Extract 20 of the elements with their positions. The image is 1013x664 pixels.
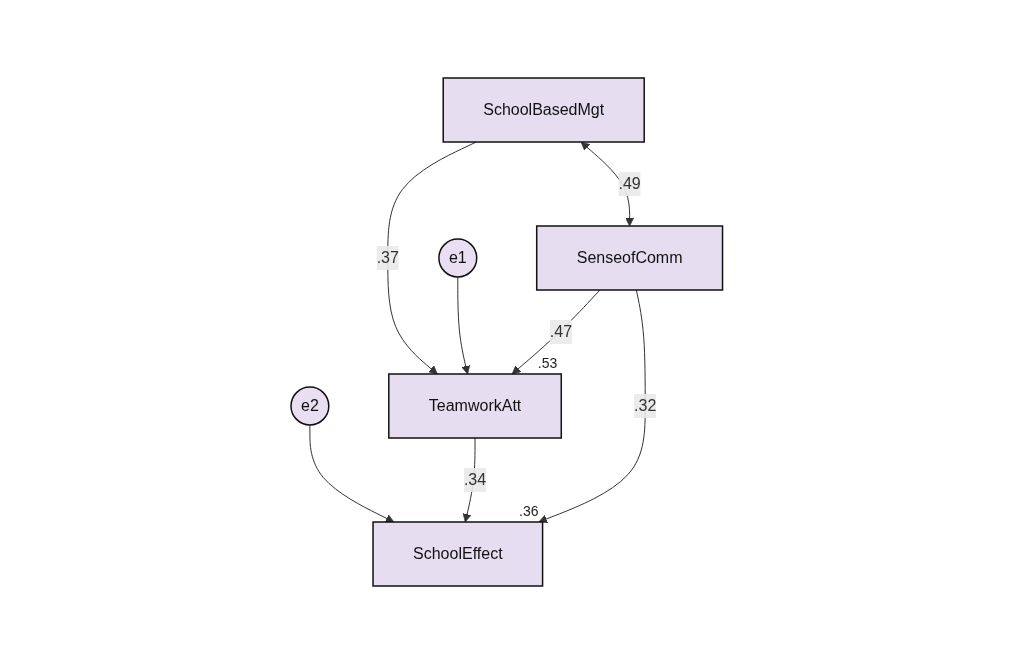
arrow <box>538 289 646 524</box>
arrow <box>309 424 394 523</box>
node-box: SchoolBasedMgt <box>442 77 645 143</box>
arrow <box>387 141 477 375</box>
beside-label: .53 <box>537 355 557 371</box>
arrow <box>462 437 476 523</box>
edge-label: .37 <box>376 249 399 266</box>
arrow <box>511 289 601 375</box>
arrow <box>580 141 634 227</box>
node-box: SchoolEffect <box>372 521 544 587</box>
node-box: TeamworkAtt <box>387 373 562 439</box>
node-circle: e2 <box>290 386 330 426</box>
edge-label: .34 <box>463 471 486 488</box>
edge-label: .49 <box>618 175 641 192</box>
beside-label: .36 <box>518 503 539 519</box>
arrow <box>457 276 470 375</box>
node-circle: e1 <box>437 238 478 278</box>
node-box: SenseofComm <box>535 225 723 291</box>
edge-label: .32 <box>633 397 657 414</box>
edge-label: .47 <box>549 323 572 340</box>
